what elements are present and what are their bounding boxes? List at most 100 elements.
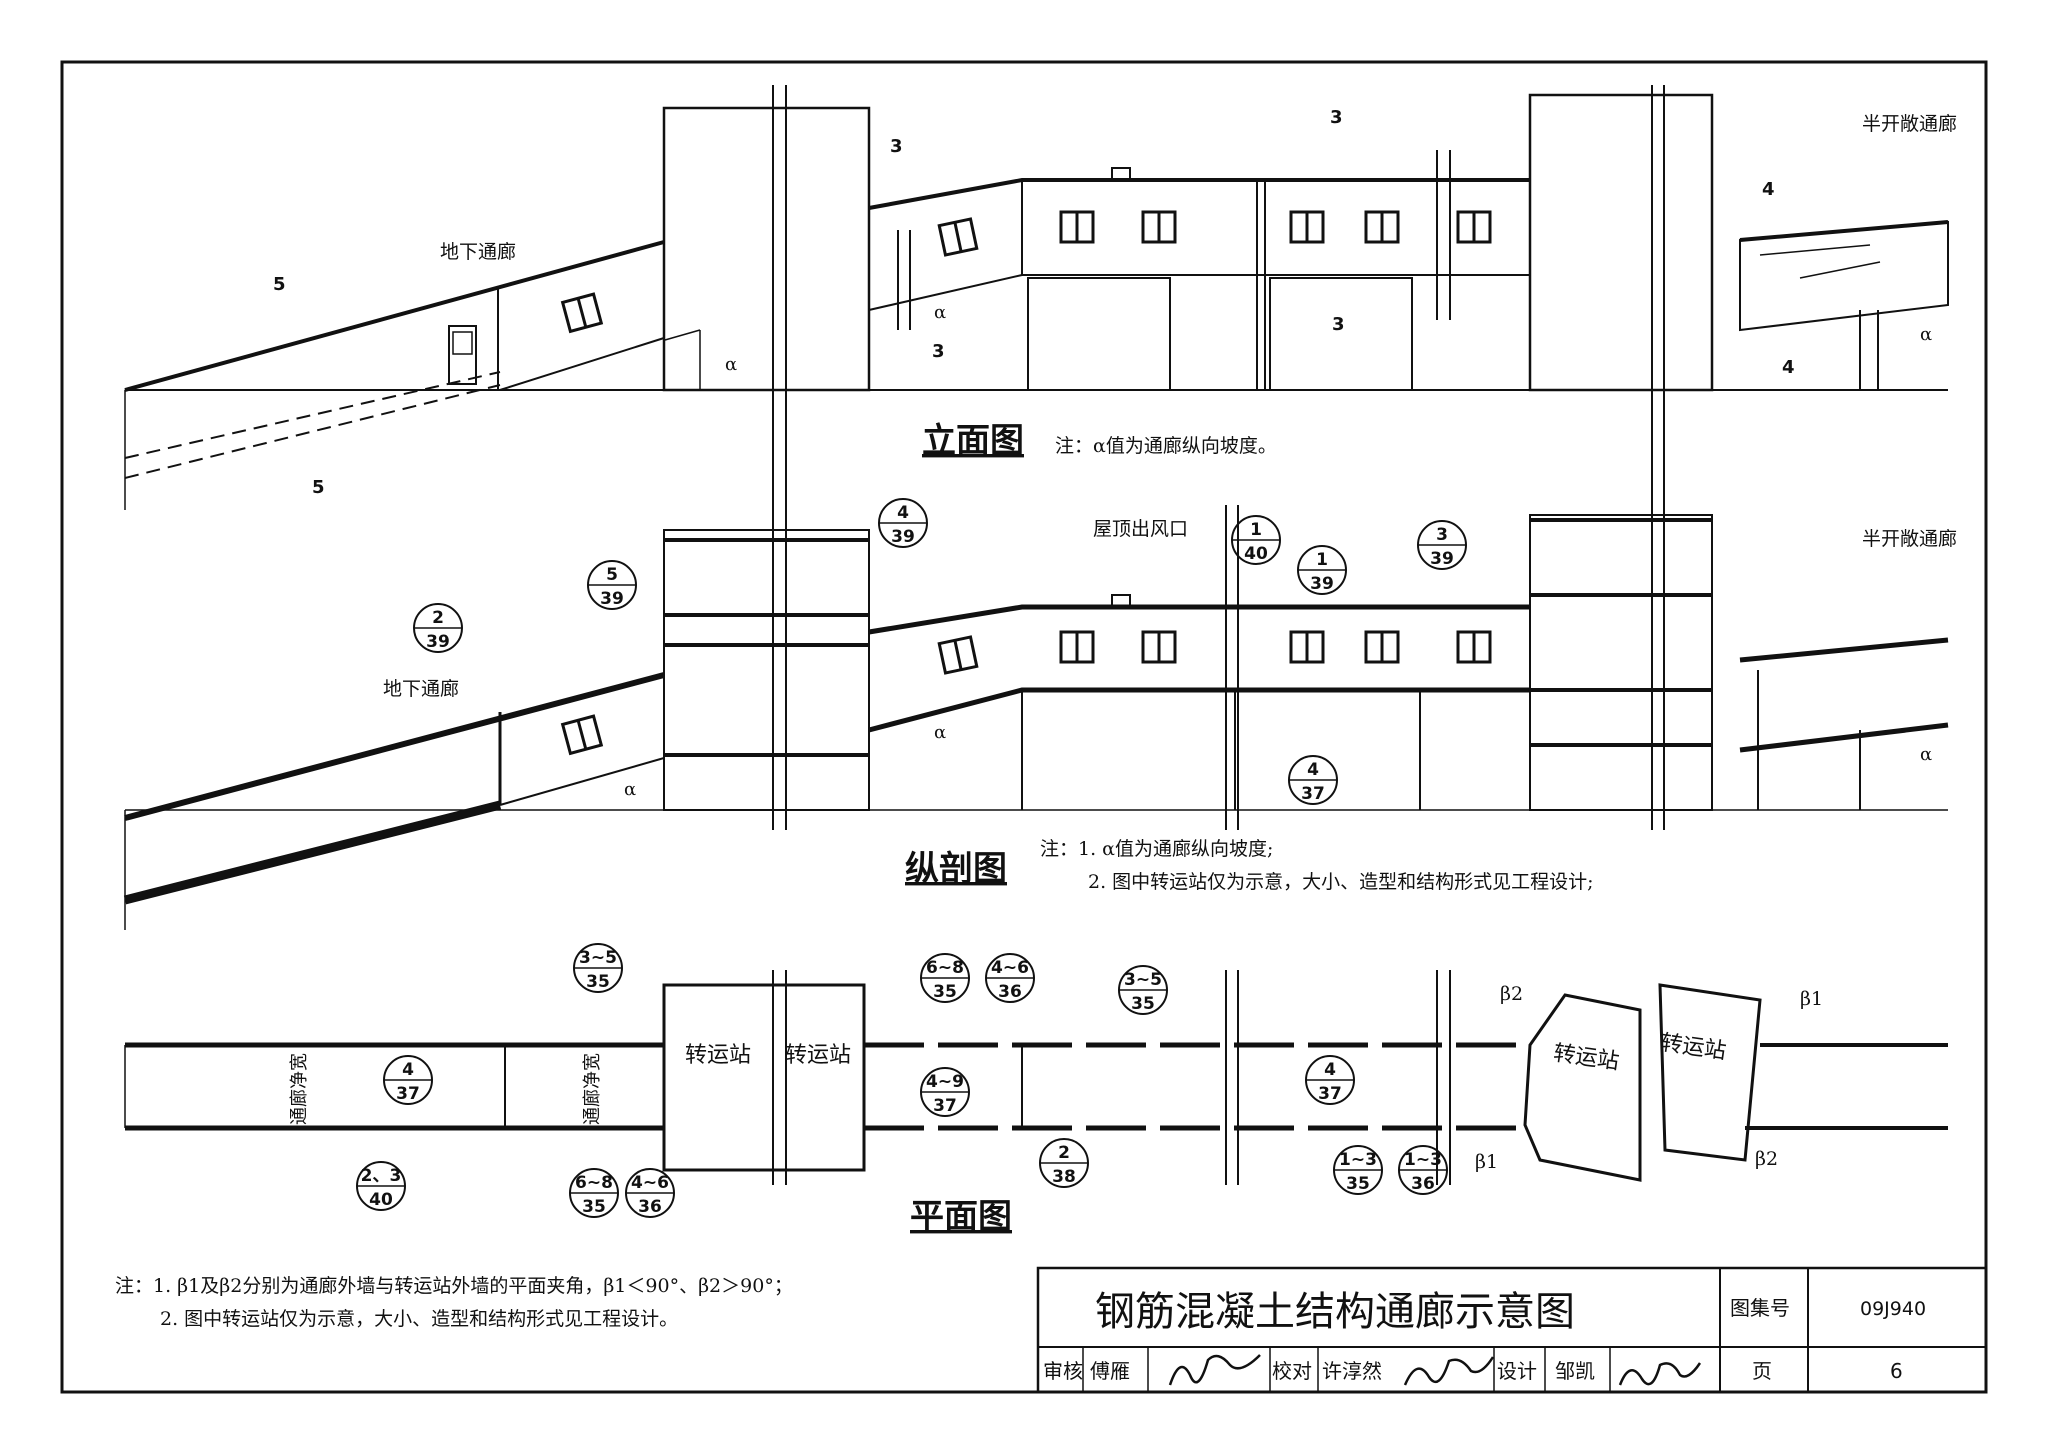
elevation-mark-4b: 4 bbox=[1782, 357, 1795, 378]
plan-ref-top: 1~3 bbox=[1339, 1150, 1377, 1170]
plan-beta2-b: β2 bbox=[1755, 1148, 1778, 1170]
section-ref-bottom: 39 bbox=[1310, 574, 1334, 594]
plan-ref-1: 3~535 bbox=[573, 943, 623, 993]
plan-view bbox=[124, 970, 1948, 1185]
section-ref-6: 339 bbox=[1417, 520, 1467, 570]
plan-ref-bottom: 36 bbox=[998, 982, 1022, 1002]
plan-ref-top: 3~5 bbox=[1124, 970, 1162, 990]
plan-ref-bottom: 35 bbox=[1131, 994, 1155, 1014]
section-ref-1: 439 bbox=[878, 498, 928, 548]
section-view bbox=[123, 505, 1949, 930]
plan-clear-width-2: 通廊净宽 bbox=[582, 1053, 603, 1125]
elevation-mark-3a: 3 bbox=[890, 136, 903, 157]
elevation-caption: 立面图 bbox=[922, 421, 1024, 461]
checker-name: 许淳然 bbox=[1322, 1359, 1382, 1383]
section-ref-bottom: 39 bbox=[600, 589, 624, 609]
section-ref-top: 5 bbox=[606, 565, 618, 585]
plan-ref-bottom: 35 bbox=[933, 982, 957, 1002]
section-ref-bottom: 39 bbox=[426, 632, 450, 652]
section-ref-top: 4 bbox=[1307, 760, 1319, 780]
bottom-note-2: 2. 图中转运站仅为示意，大小、造型和结构形式见工程设计。 bbox=[160, 1308, 678, 1330]
plan-ref-top: 3~5 bbox=[579, 948, 617, 968]
plan-ref-top: 6~8 bbox=[926, 958, 964, 978]
section-ref-top: 4 bbox=[897, 503, 909, 523]
plan-ref-bottom: 37 bbox=[933, 1096, 957, 1116]
plan-ref-bottom: 37 bbox=[396, 1084, 420, 1104]
plan-ref-top: 2、3 bbox=[361, 1166, 402, 1186]
plan-ref-bottom: 38 bbox=[1052, 1167, 1076, 1187]
plan-ref-bottom: 35 bbox=[1346, 1174, 1370, 1194]
plan-ref-2: 437 bbox=[383, 1055, 433, 1105]
section-ref-top: 1 bbox=[1250, 520, 1262, 540]
section-alpha-3: α bbox=[1920, 744, 1932, 765]
section-ref-5: 139 bbox=[1297, 545, 1347, 595]
elevation-note: 注：α值为通廊纵向坡度。 bbox=[1055, 435, 1277, 457]
plan-ref-bottom: 35 bbox=[586, 972, 610, 992]
plan-ref-top: 2 bbox=[1058, 1143, 1070, 1163]
sheet-border bbox=[60, 60, 1988, 1394]
section-ref-bottom: 39 bbox=[1430, 549, 1454, 569]
reviewer-signature bbox=[1168, 1354, 1261, 1386]
elevation-mark-3b: 3 bbox=[932, 341, 945, 362]
elevation-mark-3d: 3 bbox=[1332, 314, 1345, 335]
title-block bbox=[1036, 1266, 1988, 1394]
plan-station-label-3: 转运站 bbox=[1552, 1041, 1621, 1075]
section-ref-bottom: 37 bbox=[1301, 784, 1325, 804]
plan-ref-5: 4~636 bbox=[625, 1168, 675, 1218]
designer-signature bbox=[1618, 1362, 1702, 1386]
section-alpha-1: α bbox=[624, 779, 636, 800]
section-underground-label: 地下通廊 bbox=[383, 678, 459, 700]
plan-ref-bottom: 35 bbox=[582, 1197, 606, 1217]
reviewer-name: 傅雁 bbox=[1090, 1359, 1130, 1383]
plan-ref-top: 4 bbox=[1324, 1060, 1336, 1080]
elevation-mark-4a: 4 bbox=[1762, 179, 1775, 200]
plan-caption: 平面图 bbox=[910, 1197, 1012, 1237]
review-label: 审核 bbox=[1043, 1359, 1083, 1383]
title-block-title: 钢筋混凝土结构通廊示意图 bbox=[1095, 1289, 1575, 1335]
plan-ref-top: 1~3 bbox=[1404, 1150, 1442, 1170]
section-roof-vent-label: 屋顶出风口 bbox=[1093, 518, 1188, 540]
plan-ref-top: 4 bbox=[402, 1060, 414, 1080]
checker-signature bbox=[1403, 1356, 1495, 1386]
plan-ref-13: 1~336 bbox=[1398, 1145, 1448, 1195]
elevation-mark-3c: 3 bbox=[1330, 107, 1343, 128]
section-ref-top: 3 bbox=[1436, 525, 1448, 545]
section-ref-bottom: 40 bbox=[1244, 544, 1268, 564]
bottom-note-1: 注：1. β1及β2分别为通廊外墙与转运站外墙的平面夹角，β1＜90°、β2＞9… bbox=[115, 1275, 793, 1297]
plan-ref-4: 6~835 bbox=[569, 1168, 619, 1218]
plan-station-label-4: 转运站 bbox=[1659, 1031, 1728, 1065]
atlas-label: 图集号 bbox=[1730, 1296, 1790, 1320]
plan-ref-7: 4~636 bbox=[985, 953, 1035, 1003]
plan-ref-bottom: 40 bbox=[369, 1190, 393, 1210]
plan-ref-bottom: 37 bbox=[1318, 1084, 1342, 1104]
plan-clear-width-1: 通廊净宽 bbox=[289, 1053, 310, 1125]
elevation-half-open-label: 半开敞通廊 bbox=[1862, 113, 1957, 135]
elevation-view bbox=[124, 85, 1949, 510]
plan-beta2-a: β2 bbox=[1500, 983, 1523, 1005]
section-ref-bottom: 39 bbox=[891, 527, 915, 547]
plan-ref-12: 1~335 bbox=[1333, 1145, 1383, 1195]
section-half-open-label: 半开敞通廊 bbox=[1862, 528, 1957, 550]
page-label: 页 bbox=[1752, 1359, 1772, 1383]
section-ref-7: 437 bbox=[1288, 755, 1338, 805]
elevation-mark-5: 5 bbox=[273, 274, 286, 295]
plan-beta1-b: β1 bbox=[1475, 1151, 1498, 1173]
section-ref-3: 239 bbox=[413, 603, 463, 653]
plan-ref-top: 4~6 bbox=[631, 1173, 669, 1193]
check-label: 校对 bbox=[1272, 1359, 1312, 1383]
elevation-alpha-3: α bbox=[1920, 324, 1932, 345]
plan-ref-8: 4~937 bbox=[920, 1067, 970, 1117]
plan-ref-3: 2、340 bbox=[356, 1161, 406, 1211]
section-ref-4: 140 bbox=[1231, 515, 1281, 565]
plan-station-label-1: 转运站 bbox=[685, 1043, 751, 1068]
page-number: 6 bbox=[1890, 1359, 1903, 1383]
section-ref-2: 539 bbox=[587, 560, 637, 610]
section-ref-top: 2 bbox=[432, 608, 444, 628]
plan-beta1-a: β1 bbox=[1800, 988, 1823, 1010]
elevation-mark-5b: 5 bbox=[312, 477, 325, 498]
section-alpha-2: α bbox=[934, 722, 946, 743]
design-label: 设计 bbox=[1497, 1359, 1537, 1383]
plan-ref-6: 6~835 bbox=[920, 953, 970, 1003]
